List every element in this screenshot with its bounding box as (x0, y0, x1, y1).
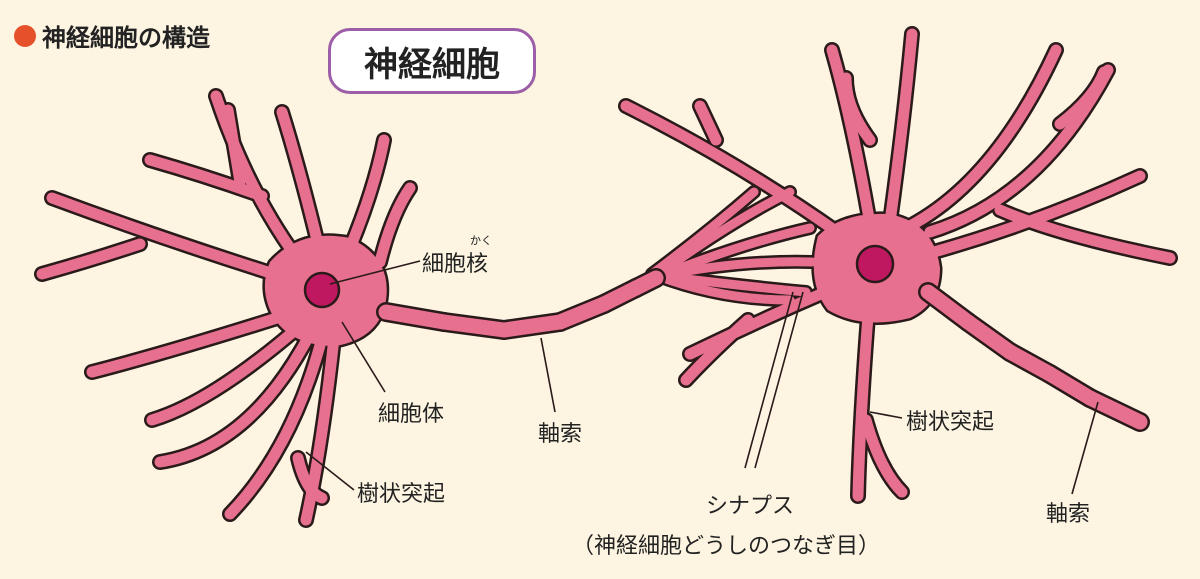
cell-body-label: 細胞体 (378, 402, 445, 427)
axon-right-segment-2 (1002, 344, 1058, 382)
right-dendrite-1 (884, 28, 918, 228)
leader-lines (305, 260, 1099, 495)
dendrite-right-label: 樹状突起 (906, 410, 995, 435)
diagram-heading: 神経細胞の構造 (14, 18, 210, 53)
synapse-terminal-4 (653, 271, 795, 305)
right-dendrite-13 (860, 414, 908, 498)
right-dendrite-12 (852, 310, 874, 502)
left-dendrite-6 (46, 192, 286, 282)
synapse-label: シナプス (706, 494, 795, 519)
axon-left (376, 268, 666, 340)
left-dendrite-1 (144, 154, 268, 202)
synapse-terminal-0 (651, 187, 795, 281)
neuron-fills (36, 28, 1176, 526)
axon-right-segment-4 (1082, 390, 1148, 430)
synapse-terminal-3 (657, 271, 811, 297)
right-dendrite-9 (694, 100, 722, 146)
axon-left-segment-5 (628, 270, 664, 296)
right-dendrite-11 (680, 314, 754, 386)
right-dendrite-7 (994, 204, 1176, 264)
left-nucleus (303, 271, 341, 309)
bullet-dot-icon (14, 24, 36, 47)
axon-left-segment-3 (552, 296, 612, 330)
axon-right-segment-1 (960, 314, 1018, 360)
right-dendrite-3 (904, 44, 1062, 232)
right-dendrite-5 (1054, 66, 1110, 130)
right-dendrite-10 (684, 284, 836, 360)
axon-left-segment-2 (496, 314, 568, 338)
left-dendrite-12 (300, 332, 340, 526)
dendrite-left-label: 樹状突起 (357, 482, 446, 507)
axon-right-segment-0 (920, 284, 976, 330)
right-dendrite-8 (620, 100, 846, 240)
left-dendrite-9 (146, 320, 306, 426)
axon-left-label: 軸索 (538, 422, 583, 447)
left-dendrite-8 (86, 306, 302, 378)
left-dendrite-7 (36, 238, 146, 280)
axon-left-segment-1 (436, 314, 512, 338)
right-dendrite-2 (840, 72, 876, 146)
axon-right-label: 軸索 (1046, 502, 1091, 527)
left-dendrite-2 (222, 104, 246, 188)
axon-right (918, 282, 1150, 432)
left-dendrite-10 (154, 328, 316, 468)
nucleus-label: 細胞核 (422, 252, 489, 277)
left-dendrite-4 (344, 134, 390, 254)
heading-text: 神経細胞の構造 (42, 24, 210, 52)
axon-right-segment-3 (1042, 366, 1098, 406)
right-dendrite-0 (826, 44, 876, 230)
axon-left-segment-0 (378, 304, 452, 330)
right-dendrite-6 (928, 170, 1146, 258)
synapse-terminal-5 (647, 187, 759, 279)
left-dendrite-3 (276, 106, 324, 250)
right-nucleus (855, 244, 895, 284)
synapse-terminal-2 (655, 257, 817, 281)
left-dendrite-5 (374, 182, 416, 268)
left-dendrite-13 (292, 452, 328, 504)
left-dendrite-11 (224, 332, 328, 520)
nucleus-ruby: かく (470, 234, 492, 247)
synapse-description: （神経細胞どうしのつなぎ目） (572, 534, 881, 559)
title-box: 神経細胞 (328, 28, 536, 94)
